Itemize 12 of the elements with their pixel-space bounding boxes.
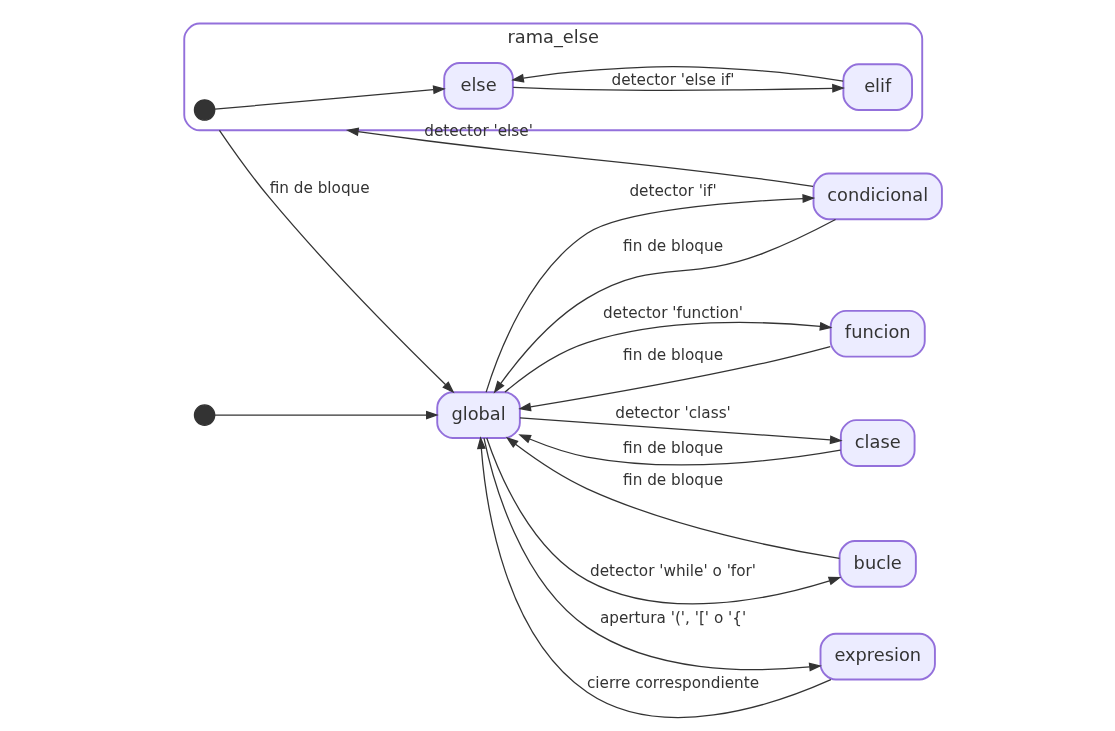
edge-label: apertura '(', '[' o '{' [599,609,746,628]
edge-label: detector 'class' [614,404,731,423]
edge-label: fin de bloque [622,438,723,457]
edge-label: fin de bloque [622,470,723,489]
edge-label: detector 'function' [602,303,743,322]
edge-label: detector 'else if' [611,71,735,90]
edge-label: detector 'if' [628,181,717,200]
edge-label: fin de bloque [269,179,370,198]
edge-label: fin de bloque [622,236,723,255]
edge-label: detector 'while' o 'for' [589,562,756,581]
edge-label: fin de bloque [622,345,723,364]
edge-label: cierre correspondiente [586,673,759,692]
